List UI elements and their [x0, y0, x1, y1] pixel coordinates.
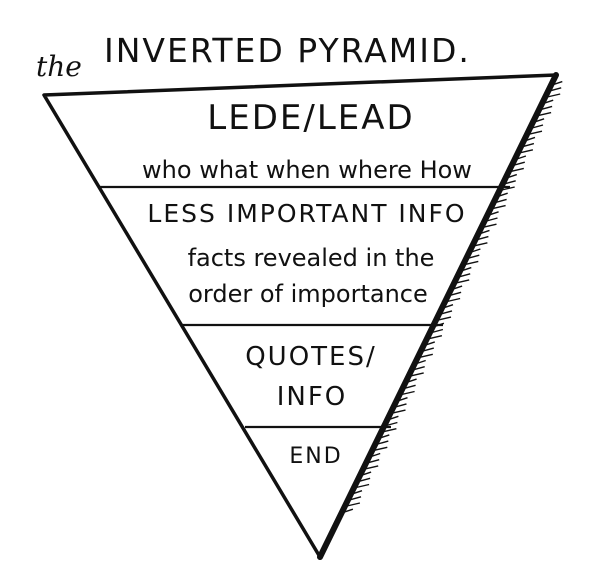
- hatch-mark: [528, 130, 543, 135]
- hatch-mark: [346, 502, 361, 507]
- hatch-mark: [404, 384, 416, 389]
- hatch-mark: [374, 446, 388, 451]
- hatch-mark: [483, 223, 497, 228]
- hatch-mark: [410, 372, 424, 377]
- hatch-mark: [468, 254, 480, 259]
- hatch-mark: [365, 465, 379, 470]
- hatch-mark: [501, 186, 515, 191]
- section-quotes-heading: QUOTES/: [245, 342, 377, 372]
- hatch-mark: [465, 260, 479, 266]
- section-less-important-heading: LESS IMPORTANT INFO: [147, 199, 466, 228]
- hatch-mark: [395, 403, 407, 408]
- hatch-mark: [492, 204, 506, 210]
- hatch-mark: [537, 111, 552, 117]
- hatch-mark: [422, 347, 434, 352]
- hatch-mark: [474, 242, 488, 247]
- section-lede-subtext: who what when where How: [142, 156, 472, 184]
- hatch-mark: [547, 93, 561, 98]
- hatch-mark: [540, 105, 553, 111]
- hatch-mark: [392, 409, 406, 414]
- section-lede-heading: LEDE/LEAD: [207, 98, 414, 138]
- hatch-mark: [510, 167, 524, 173]
- section-end-heading: END: [289, 444, 342, 469]
- hatch-mark: [419, 353, 433, 358]
- hatch-mark: [504, 180, 516, 185]
- title-main: INVERTED PYRAMID.: [104, 31, 471, 70]
- hatch-mark: [377, 440, 389, 445]
- section-quotes-subtext: INFO: [277, 382, 348, 412]
- hatch-mark: [349, 496, 362, 501]
- section-less-important-subtext-2: order of importance: [188, 280, 428, 308]
- hatch-mark: [495, 198, 507, 204]
- hatch-mark: [386, 421, 398, 427]
- hatch-mark: [513, 161, 525, 166]
- hatch-mark: [550, 87, 562, 92]
- hatch-mark: [358, 477, 371, 482]
- hatch-mark: [459, 273, 471, 278]
- hatch-mark: [413, 366, 425, 371]
- hatch-mark: [355, 483, 370, 489]
- hatch-mark: [368, 459, 380, 464]
- hatch-mark: [446, 297, 461, 303]
- hatch-mark: [428, 335, 443, 340]
- hatch-mark: [449, 291, 462, 296]
- hatch-mark: [431, 328, 444, 334]
- hatch-mark: [383, 428, 397, 433]
- hatch-mark: [531, 124, 544, 129]
- pyramid-outline: [42, 73, 558, 559]
- hatch-mark: [456, 279, 470, 284]
- title-prefix: the: [36, 50, 82, 83]
- section-less-important-subtext-1: facts revealed in the: [188, 244, 435, 272]
- hatch-mark: [437, 316, 452, 321]
- pyramid-right-edge: [317, 72, 559, 560]
- hatch-mark: [486, 217, 498, 222]
- hatch-mark: [519, 149, 534, 154]
- hatch-mark: [401, 390, 415, 396]
- hatch-mark: [440, 310, 453, 315]
- hatch-mark: [522, 142, 535, 148]
- hatch-mark: [477, 235, 489, 241]
